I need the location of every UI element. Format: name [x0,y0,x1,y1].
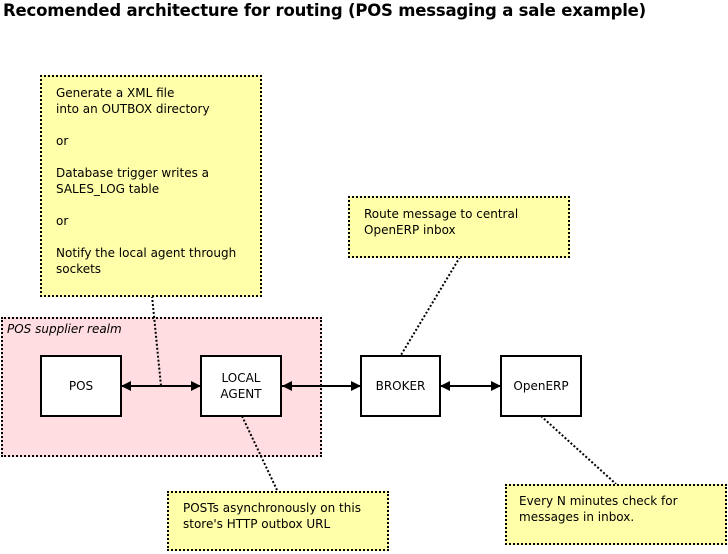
note-line [56,197,260,213]
note-line: Generate a XML file [56,86,175,100]
openerp-note-leader [540,415,617,485]
note-line: SALES_LOG table [56,182,160,196]
note-line: Database trigger writes a [56,166,209,180]
openerp-node[interactable]: OpenERP [500,355,582,417]
openerp-note: Every N minutes check for messages in in… [505,484,727,545]
agent-note-leader [241,415,278,491]
broker-note: Route message to central OpenERP inbox [348,196,570,258]
pos-note: Generate a XML file into an OUTBOX direc… [40,75,262,297]
note-line: OpenERP inbox [364,223,456,237]
note-line: sockets [56,262,102,276]
agent-note: POSTs asynchronously on this store's HTT… [167,491,389,551]
note-line: store's HTTP outbox URL [183,517,331,531]
realm-label: POS supplier realm [7,322,122,336]
note-line: or [56,214,69,228]
note-line [56,117,260,133]
pos-node-label: POS [68,379,94,393]
broker-note-leader [400,256,461,356]
openerp-node-label: OpenERP [513,379,569,393]
note-line: into an OUTBOX directory [56,102,210,116]
note-line [56,229,260,245]
local-agent-node-label: LOCAL AGENT [220,371,262,401]
note-line: messages in inbox. [519,510,635,524]
note-line [56,149,260,165]
note-line: Route message to central [364,207,519,221]
broker-node[interactable]: BROKER [360,355,441,417]
pos-note-leader [151,295,162,387]
pos-node[interactable]: POS [40,355,122,417]
note-line: POSTs asynchronously on this [183,501,361,515]
diagram-title: Recomended architecture for routing (POS… [3,1,646,20]
note-line: Every N minutes check for [519,494,678,508]
note-line: or [56,134,69,148]
broker-node-label: BROKER [375,379,426,393]
note-line: Notify the local agent through [56,246,237,260]
local-agent-node[interactable]: LOCAL AGENT [200,355,282,417]
